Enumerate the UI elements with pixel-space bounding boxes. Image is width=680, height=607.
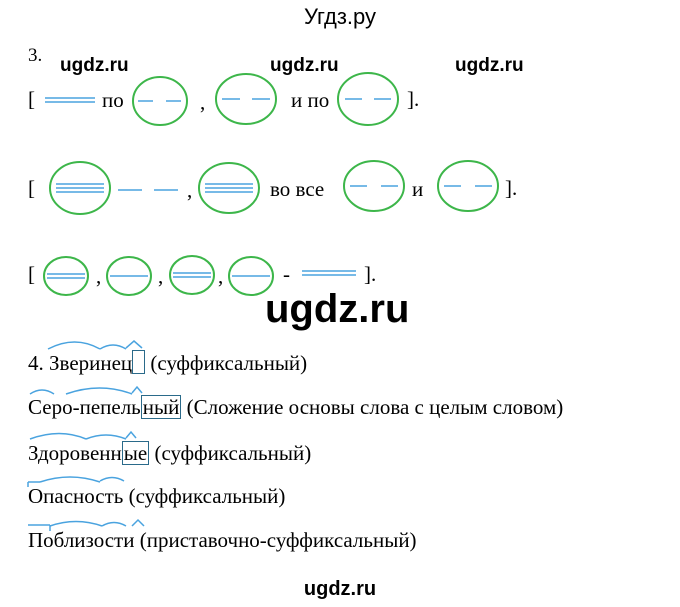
bracket-close: ]. [407,87,420,111]
task3-number: 3. [28,45,43,66]
word-stem: Серо-пепель [28,395,141,419]
footer-watermark: ugdz.ru [303,578,377,600]
scheme-comma: , [158,264,164,288]
scheme-comma: , [96,264,102,288]
circle-mark [169,255,215,295]
word-stem: Здоровенн [28,441,122,465]
circle-mark [215,73,277,125]
word: Поблизости [28,528,135,552]
scheme-word: и по [291,88,330,112]
scheme-word: и [412,177,424,201]
task4-item-1: 4. Зверинец (суффиксальный) [28,350,307,376]
sentence-schemes [43,72,499,296]
scheme-dash: - [283,262,290,286]
circle-mark [437,160,499,212]
circle-mark [106,256,152,296]
circle-mark [343,160,405,212]
scheme-word: по [102,88,124,112]
watermark: ugdz.ru [455,55,524,76]
word: Зверинец [49,351,133,375]
formation-type: (Сложение основы слова с целым словом) [186,395,564,419]
task4-item-3: Здоровенные (суффиксальный) [28,441,311,466]
formation-type: (приставочно-суффиксальный) [139,528,417,552]
task4-item-5: Поблизости (приставочно-суффиксальный) [28,528,417,553]
task4-item-4: Опасность (суффиксальный) [28,484,285,509]
circle-mark [132,76,188,126]
task4-number: 4. [28,351,44,375]
watermark: ugdz.ru [60,55,129,76]
bracket-close: ]. [505,176,518,200]
formation-type: (суффиксальный) [154,441,312,465]
site-header: Угдз.ру [303,4,377,29]
scheme-comma: , [218,264,224,288]
scheme-comma: , [200,90,206,114]
circle-mark [43,256,89,296]
word: Опасность [28,484,124,508]
ending-box: ые [121,441,150,465]
circle-mark [337,72,399,126]
bracket-open: [ [28,87,35,111]
circle-mark [49,161,111,215]
watermark: ugdz.ru [270,55,339,76]
formation-type: (суффиксальный) [128,484,286,508]
bracket-open: [ [28,262,35,286]
ending-box: ный [140,395,182,419]
watermark-big: ugdz.ru [265,287,410,331]
bracket-open: [ [28,176,35,200]
formation-type: (суффиксальный) [150,351,308,375]
scheme-word: во все [270,177,325,201]
circle-mark [228,256,274,296]
task4-item-2: Серо-пепельный (Сложение основы слова с … [28,395,563,420]
bracket-close: ]. [364,262,377,286]
circle-mark [198,162,260,214]
ending-box [132,350,146,374]
scheme-comma: , [187,178,193,202]
